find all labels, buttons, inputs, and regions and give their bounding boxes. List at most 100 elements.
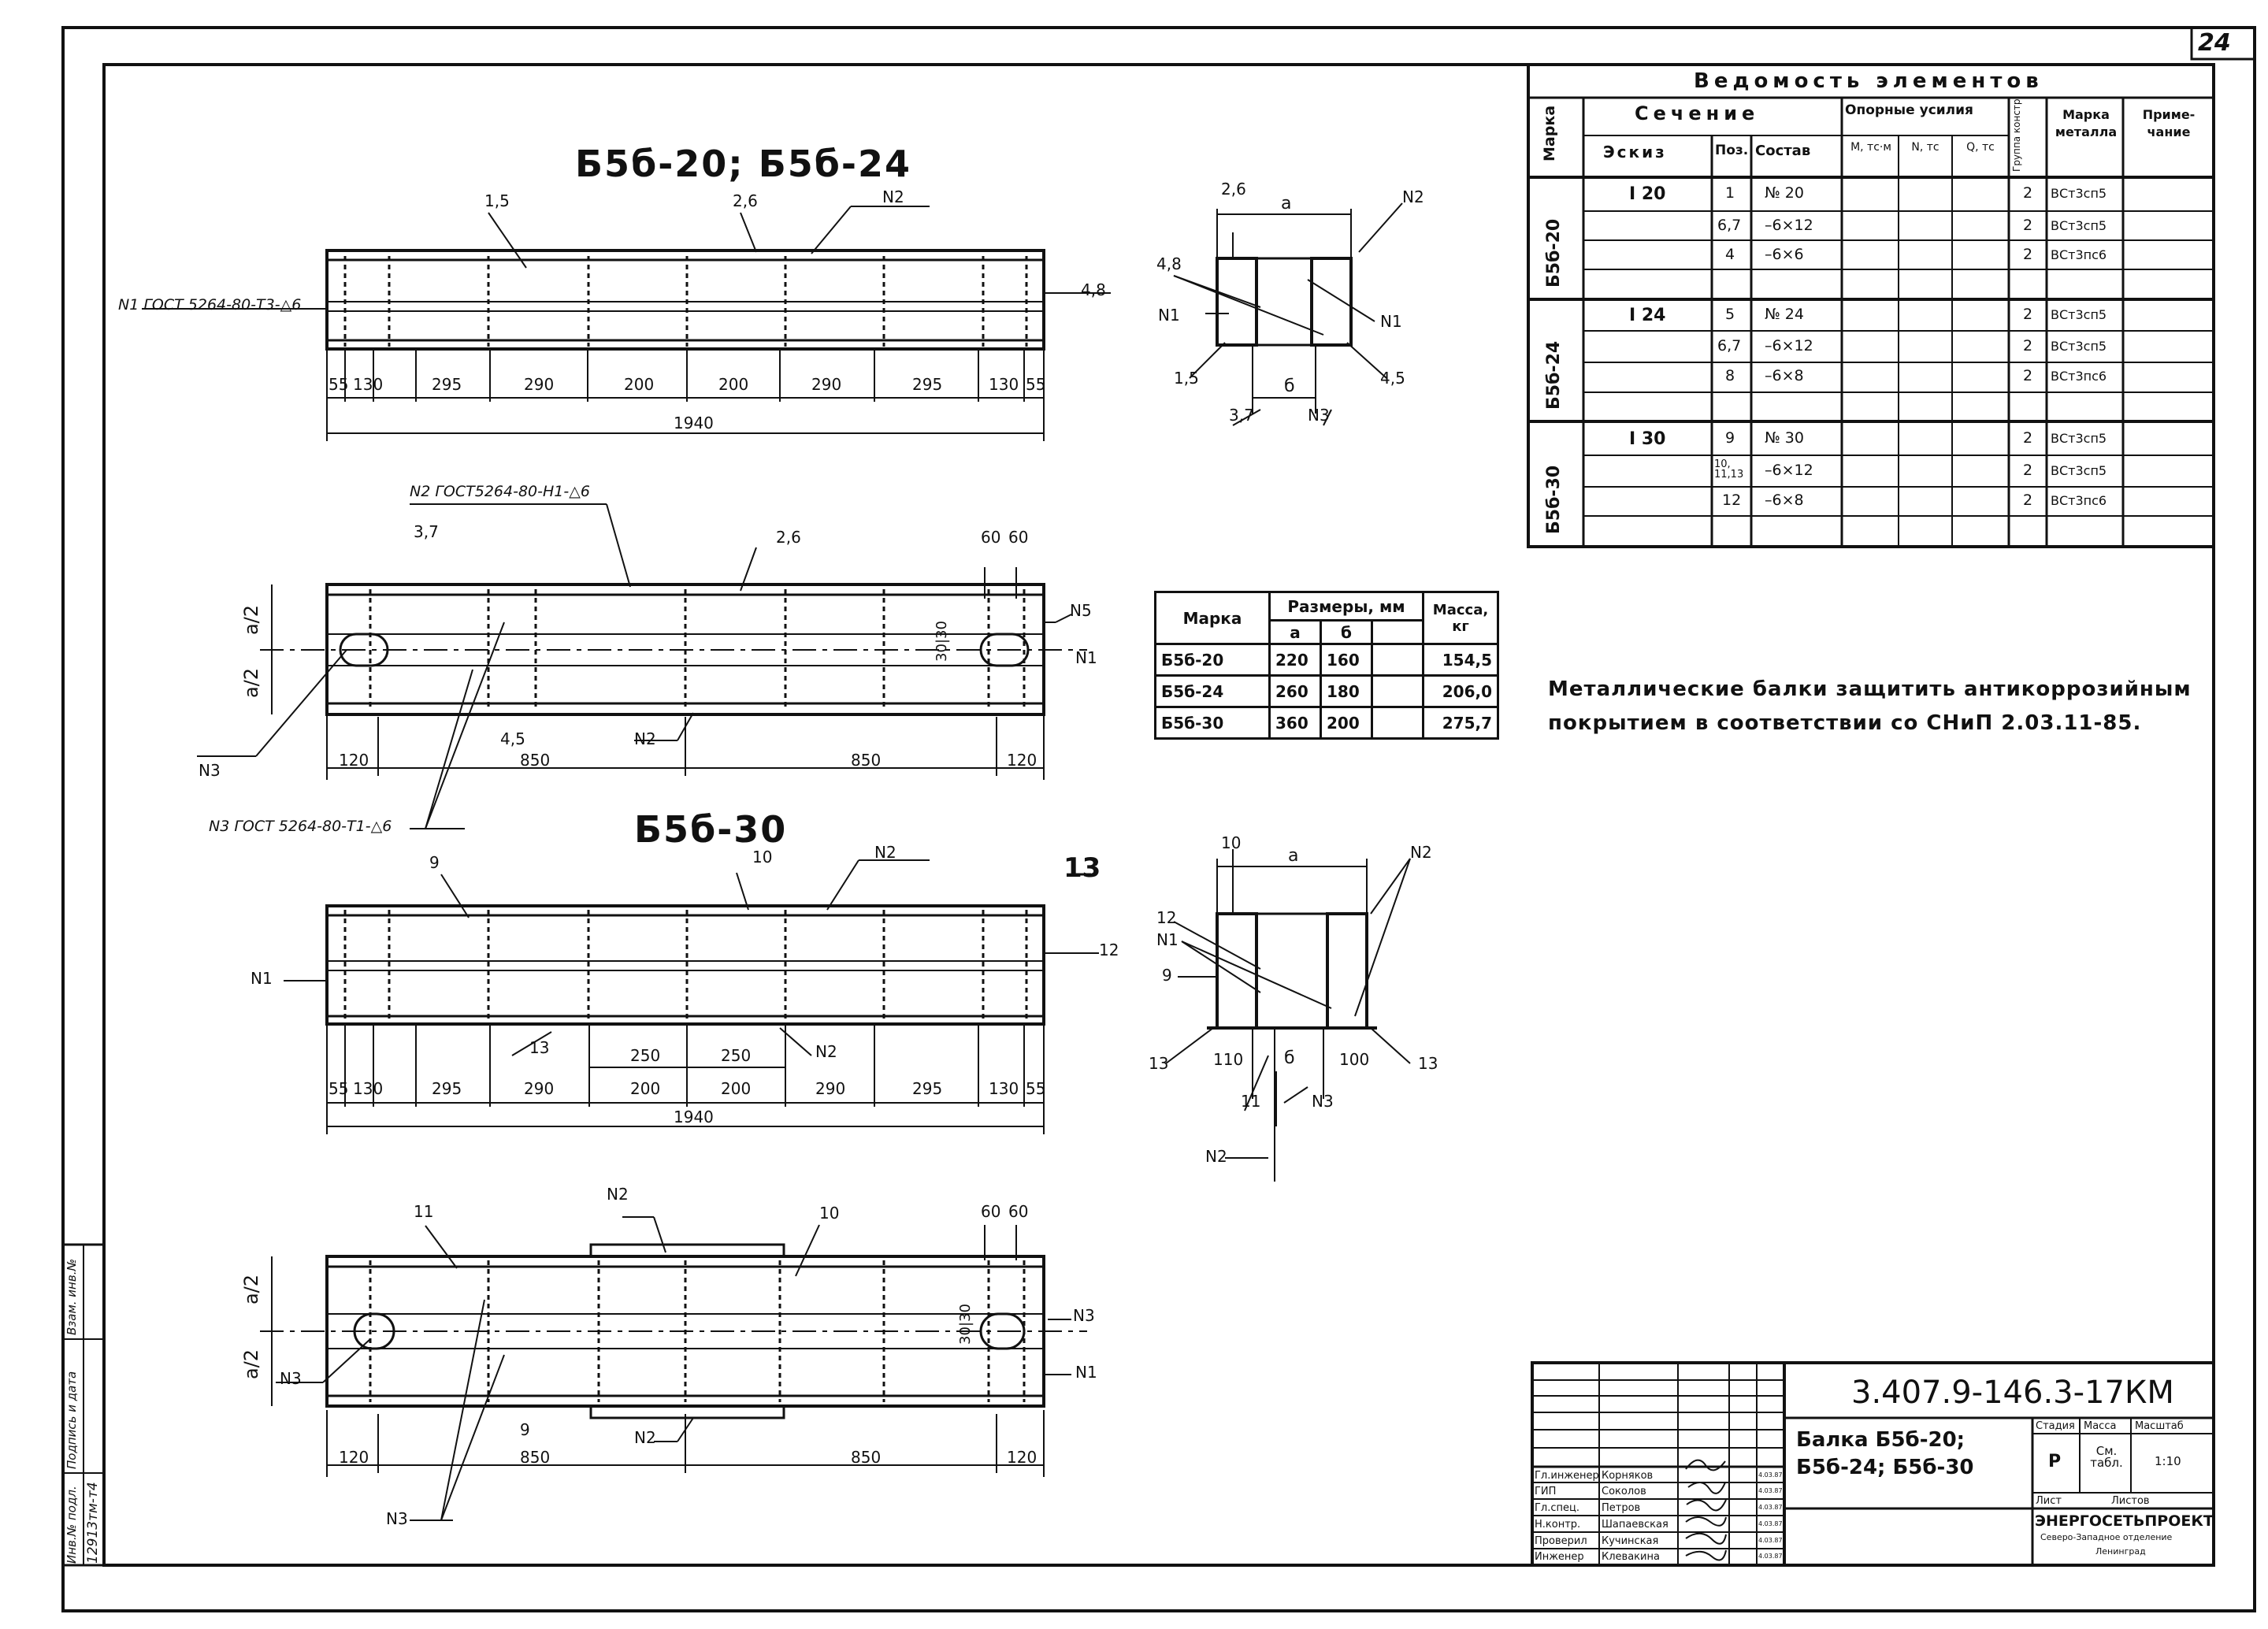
schedule-h-marka: Марка	[1541, 105, 1558, 161]
sec1-dim-b: б	[1284, 377, 1295, 396]
beam1-plan-pos-37: 3,7	[414, 522, 439, 541]
sec2-weld-n1: N1	[1156, 930, 1179, 949]
beam1-pos-15: 1,5	[484, 191, 510, 210]
beam1-plan-weld-n2: N2 ГОСТ5264-80-Н1-△6	[410, 483, 590, 500]
beam1-plan-weld-n2b: N2	[634, 729, 656, 748]
beam1-plan-dim-60b: 60	[1008, 528, 1029, 547]
beam2-dim-130a: 130	[353, 1079, 384, 1098]
signatures	[1685, 1459, 1727, 1561]
mass-r3-a: 360	[1268, 706, 1322, 740]
schedule-g1-r1-pos: 1	[1725, 184, 1735, 202]
schedule-h-steel: Марка металла	[2055, 107, 2118, 140]
beam2-pos-9: 9	[429, 853, 440, 872]
beam1-dim-130a: 130	[353, 375, 384, 394]
mass-row: Б5б-20 220 160 154,5	[1154, 643, 1499, 677]
beam2-pos-12: 12	[1099, 941, 1119, 959]
schedule-g2-r1-steel: ВСт3сп5	[2051, 307, 2107, 322]
beam1-plan-dim-850a: 850	[520, 751, 551, 770]
schedule-g3-r1-steel: ВСт3сп5	[2051, 431, 2107, 446]
staff-date-5: 4.03.87	[1758, 1537, 1783, 1544]
beam2-plan-weld-n1: N1	[1075, 1363, 1097, 1382]
sec1-weld-n1a: N1	[1158, 306, 1180, 325]
schedule-g2-r3-group: 2	[2023, 367, 2033, 384]
beam1-plan-pos-26: 2,6	[776, 528, 801, 547]
beam2-dim-200b: 200	[721, 1079, 752, 1098]
beam2-dim-290a: 290	[524, 1079, 555, 1098]
schedule-title: Ведомость элементов	[1694, 69, 2043, 93]
schedule-g1-r1-steel: ВСт3сп5	[2051, 186, 2107, 201]
sec2-pos-10: 10	[1221, 833, 1242, 852]
beam2-pos-10: 10	[752, 848, 773, 866]
beam2-plan-half-a-bottom: а/2	[240, 1349, 263, 1380]
schedule-g3-r3-steel: ВСт3пс6	[2051, 493, 2107, 508]
staff-name-2: Соколов	[1602, 1486, 1646, 1497]
schedule-g2-r2-sostav: –6×12	[1765, 337, 1813, 354]
staff-date-2: 4.03.87	[1758, 1487, 1783, 1494]
staff-name-3: Петров	[1602, 1502, 1641, 1514]
schedule-h-note: Приме-чание	[2142, 107, 2196, 140]
beam2-plan-weld-n2b: N2	[634, 1428, 656, 1447]
schedule-g3-marka: Б5б-30	[1544, 465, 1564, 534]
schedule-h-section: Сечение	[1635, 102, 1760, 124]
beam1-plan-pos-45: 4,5	[500, 729, 525, 748]
beam2-plan-dim-3030: 30|30	[956, 1304, 974, 1345]
schedule-h-m: М, тс·м	[1850, 141, 1891, 154]
schedule-h-n: N, тс	[1911, 141, 1939, 154]
staff-role-3: Гл.спец.	[1535, 1502, 1579, 1514]
beam1-dim-290b: 290	[811, 375, 842, 394]
mass-r1-b: 160	[1320, 643, 1373, 677]
schedule-g2-r1-pos: 5	[1725, 306, 1735, 323]
beam1-plan-weld-n3: N3	[199, 761, 221, 780]
schedule-g1-marka: Б5б-20	[1544, 218, 1564, 288]
sec1-pos-15: 1,5	[1174, 369, 1199, 388]
staff-date-6: 4.03.87	[1758, 1553, 1783, 1560]
beam2-title: Б5б-30	[634, 808, 788, 851]
beam1-title: Б5б-20; Б5б-24	[575, 143, 911, 185]
beam2-weld-n1: N1	[251, 969, 273, 988]
beam1-plan-dim-850b: 850	[851, 751, 882, 770]
sec2-weld-n3: N3	[1312, 1092, 1334, 1111]
staff-name-4: Шапаевская	[1602, 1519, 1669, 1531]
schedule-g2-r3-steel: ВСт3пс6	[2051, 369, 2107, 384]
mass-r2-a: 260	[1268, 674, 1322, 708]
side-stamp-inv: Инв.№ подл.	[65, 1486, 79, 1564]
beam1-elevation	[142, 206, 1111, 441]
beam2-plan-dim-60b: 60	[1008, 1202, 1029, 1221]
beam2-dim-295b: 295	[912, 1079, 943, 1098]
title-name-line2: Б5б-24; Б5б-30	[1796, 1456, 1974, 1479]
mass-row: Б5б-30 360 200 275,7	[1154, 706, 1499, 740]
schedule-g1-r1-sostav: № 20	[1765, 184, 1804, 202]
schedule-g1-r1-group: 2	[2023, 184, 2033, 202]
mass-r2-mass: 206,0	[1422, 674, 1499, 708]
beam1-plan	[197, 503, 1087, 829]
sec1-pos-48: 4,8	[1156, 254, 1182, 273]
mass-h-empty	[1371, 619, 1424, 645]
beam2-plan-pos-11: 11	[414, 1202, 434, 1221]
title-mass: См. табл.	[2090, 1444, 2123, 1470]
beam1-plan-weld-n5: N5	[1070, 601, 1092, 620]
mass-h-size: Размеры, мм	[1268, 591, 1424, 622]
sec1-pos-45: 4,5	[1380, 369, 1405, 388]
staff-name-6: Клевакина	[1602, 1551, 1660, 1563]
beam2-weld-n2: N2	[874, 843, 896, 862]
beam1-weld-n1-label: N1 ГОСТ 5264-80-Т3-△6	[118, 296, 302, 314]
sheet-number: 24	[2198, 29, 2231, 57]
schedule-h-q: Q, тс	[1966, 141, 1995, 154]
beam2-dim-295a: 295	[432, 1079, 462, 1098]
beam1-plan-dim-120b: 120	[1007, 751, 1037, 770]
sec1-weld-n1b: N1	[1380, 312, 1402, 331]
beam1-dim-130b: 130	[989, 375, 1019, 394]
schedule-g2-r2-steel: ВСт3сп5	[2051, 339, 2107, 354]
title-block-grid	[1531, 1361, 2215, 1567]
title-stage-h: Стадия	[2036, 1420, 2075, 1432]
schedule-h-loads: Опорные усилия	[1845, 102, 1973, 118]
schedule-h-pos: Поз.	[1715, 143, 1749, 158]
schedule-g3-sketch: I 30	[1629, 429, 1666, 449]
beam1-pos-26: 2,6	[733, 191, 758, 210]
beam2-plan-dim-850a: 850	[520, 1448, 551, 1467]
side-stamp-number: 12913тм-т4	[85, 1482, 101, 1564]
mass-r3-marka: Б5б-30	[1154, 706, 1271, 740]
staff-name-1: Корняков	[1602, 1470, 1654, 1482]
schedule-g1-r3-steel: ВСт3пс6	[2051, 247, 2107, 262]
